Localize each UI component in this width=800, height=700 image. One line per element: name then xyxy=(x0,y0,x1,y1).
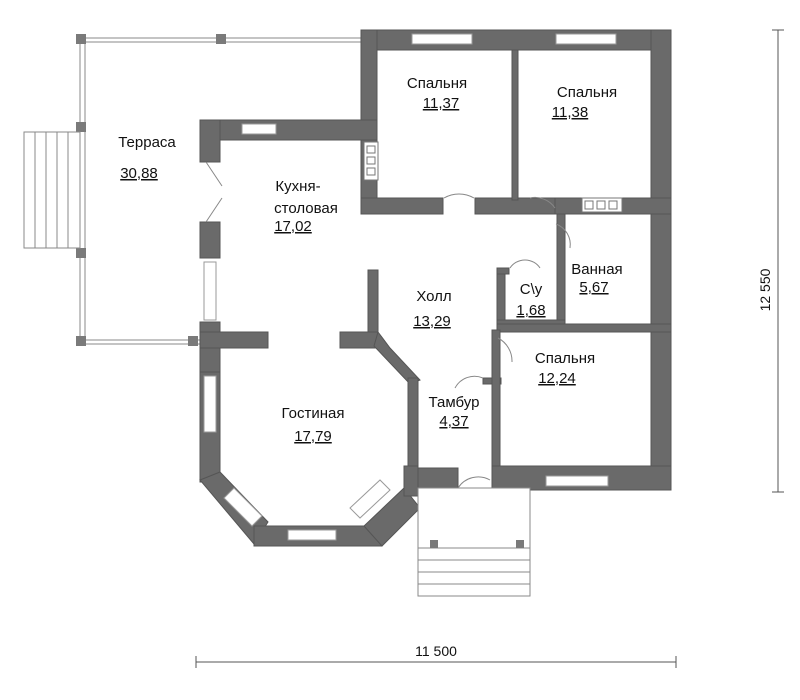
room-name: Терраса xyxy=(118,134,176,151)
room-bedroom-1: Спальня 11,37 xyxy=(407,75,467,112)
room-name: Гостиная xyxy=(282,405,345,422)
room-name: Спальня xyxy=(557,84,617,101)
doors xyxy=(205,161,571,489)
kitchen-stove xyxy=(363,141,379,181)
room-area: 17,02 xyxy=(274,218,312,235)
dimension-width: 11 500 xyxy=(195,643,677,668)
room-area: 12,24 xyxy=(538,370,576,387)
room-area: 30,88 xyxy=(120,165,158,182)
room-name: Спальня xyxy=(535,350,595,367)
dimension-height: 12 550 xyxy=(757,29,784,493)
porch-stairs xyxy=(417,487,531,597)
room-area: 13,29 xyxy=(413,313,451,330)
room-wc: С\у 1,68 xyxy=(516,281,545,319)
room-hall: Холл 13,29 xyxy=(413,288,451,330)
windows xyxy=(203,33,617,541)
room-name-line1: Кухня- xyxy=(275,178,320,195)
terrace-stairs xyxy=(23,131,81,249)
bath-vent xyxy=(581,197,623,213)
room-name: С\у xyxy=(520,281,543,298)
room-kitchen: Кухня- столовая 17,02 xyxy=(274,178,338,235)
room-terrace: Терраса 30,88 xyxy=(118,134,176,182)
room-area: 11,38 xyxy=(552,104,588,121)
room-area: 11,37 xyxy=(423,95,459,112)
room-area: 4,37 xyxy=(439,413,468,430)
dimension-height-label: 12 550 xyxy=(757,268,773,311)
room-name-line2: столовая xyxy=(274,200,338,217)
room-area: 17,79 xyxy=(294,428,332,445)
room-name: Спальня xyxy=(407,75,467,92)
room-name: Холл xyxy=(416,288,451,305)
room-living: Гостиная 17,79 xyxy=(282,405,345,445)
room-area: 1,68 xyxy=(516,302,545,319)
room-bathroom: Ванная 5,67 xyxy=(571,261,622,296)
room-bedroom-3: Спальня 12,24 xyxy=(535,350,595,387)
room-name: Ванная xyxy=(571,261,622,278)
room-bedroom-2: Спальня 11,38 xyxy=(552,84,617,121)
room-area: 5,67 xyxy=(579,279,608,296)
room-vestibule: Тамбур 4,37 xyxy=(429,394,480,430)
dimension-width-label: 11 500 xyxy=(415,643,457,659)
room-name: Тамбур xyxy=(429,394,480,411)
